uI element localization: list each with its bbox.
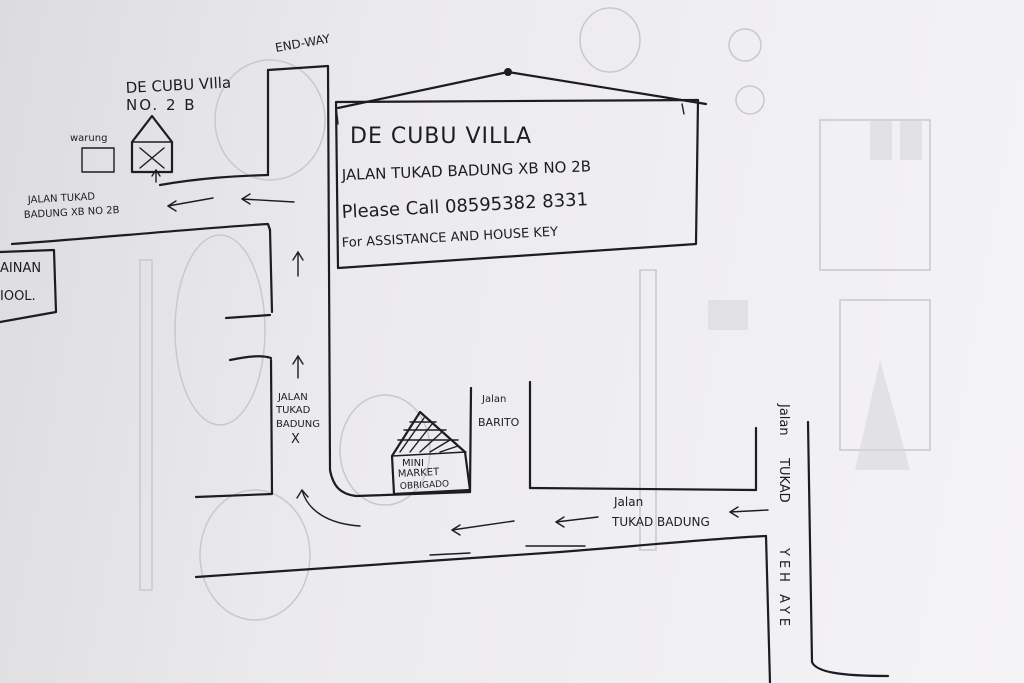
street-tukad-yeh-aye-line1: Jalan	[776, 403, 791, 436]
street-tukad-badung-xb-line2: BADUNG XB NO 2B	[24, 205, 120, 221]
arrow-up-icon	[292, 355, 304, 379]
villa-sign-board	[334, 68, 708, 270]
villa-name-label: DE CUBU VIlla	[125, 73, 231, 96]
sign-phone: Please Call 08595382 8331	[341, 189, 588, 223]
left-edge-label-line2: IOOL.	[0, 289, 36, 304]
arrow-left-icon	[451, 520, 515, 536]
mini-market-line3: OBRIGADO	[400, 479, 450, 492]
sign-title: DE CUBU VILLA	[350, 124, 532, 149]
roads	[10, 64, 890, 683]
end-way-label: END-WAY	[274, 31, 332, 55]
direction-arrows	[151, 169, 769, 536]
street-barito-line1: Jalan	[481, 394, 506, 405]
arrow-left-icon	[241, 193, 295, 205]
villa-house-icon	[130, 114, 174, 174]
arrow-left-icon	[729, 506, 769, 518]
arrow-up-curve-icon	[296, 489, 361, 527]
background-show-through	[139, 7, 931, 621]
street-tukad-yeh-aye-line3: YEH AYE	[776, 547, 791, 630]
arrow-up-icon	[292, 251, 304, 277]
sign-address: JALAN TUKAD BADUNG XB NO 2B	[341, 157, 592, 184]
street-tukad-badung-line2: TUKAD BADUNG	[611, 515, 710, 529]
mini-market-line2: MARKET	[398, 467, 441, 480]
arrow-left-icon	[167, 197, 214, 212]
street-tukad-badung-xb-line1: JALAN TUKAD	[27, 191, 96, 206]
left-edge-box	[0, 248, 58, 324]
street-barito-line2: BARITO	[478, 416, 520, 429]
street-tukad-badung-x-line2: TUKAD	[275, 405, 311, 416]
villa-number-label: NO. 2 B	[126, 96, 197, 114]
mini-market-line1: MINI	[402, 458, 424, 469]
street-tukad-badung-line1: Jalan	[613, 495, 643, 509]
mini-market-icon	[390, 410, 472, 496]
street-tukad-yeh-aye-line2: TUKAD	[776, 457, 791, 503]
left-edge-label-line1: AINAN	[0, 261, 41, 276]
street-tukad-badung-x-line4: X	[291, 432, 300, 447]
sign-note: For ASSISTANCE AND HOUSE KEY	[341, 225, 558, 251]
street-tukad-badung-x-line1: JALAN	[277, 392, 308, 403]
warung-box-icon	[81, 147, 115, 173]
street-tukad-badung-x-line3: BADUNG	[276, 419, 320, 430]
warung-label: warung	[70, 133, 107, 144]
arrow-left-icon	[555, 516, 599, 528]
